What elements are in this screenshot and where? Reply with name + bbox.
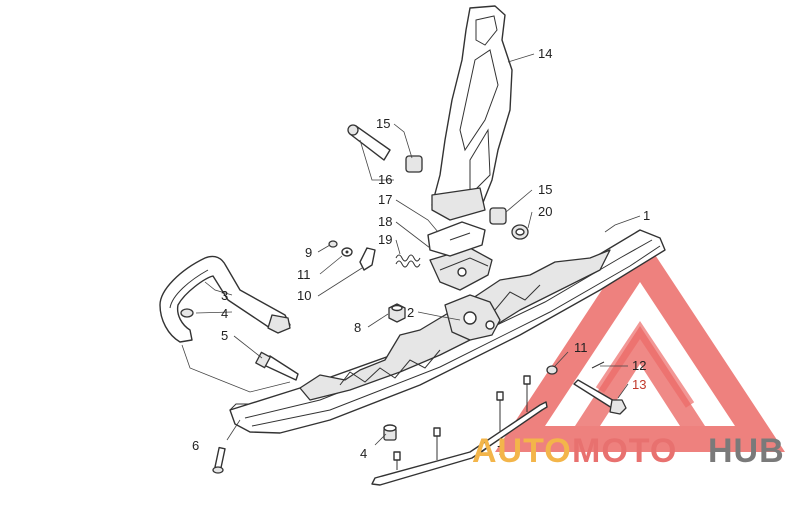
callout-19: 19 bbox=[378, 232, 392, 247]
washer-11-right bbox=[546, 365, 558, 375]
callout-9: 9 bbox=[305, 245, 312, 260]
pin-12 bbox=[591, 361, 605, 369]
bushing-15-top bbox=[405, 155, 423, 173]
callout-10: 10 bbox=[297, 288, 311, 303]
callout-11-left: 11 bbox=[297, 267, 311, 282]
callout-13: 13 bbox=[632, 377, 646, 392]
bolt-6 bbox=[212, 446, 226, 474]
nut-9 bbox=[328, 240, 338, 248]
damper-17 bbox=[427, 221, 486, 257]
nut-4-top bbox=[180, 308, 194, 318]
callout-18: 18 bbox=[378, 214, 392, 229]
callout-14: 14 bbox=[538, 46, 552, 61]
callout-6: 6 bbox=[192, 438, 199, 453]
bolt-13 bbox=[573, 379, 627, 415]
callout-12: 12 bbox=[632, 358, 646, 373]
watermark-auto: AUTO bbox=[472, 432, 572, 470]
clip-10 bbox=[359, 247, 376, 271]
pivot-block bbox=[429, 247, 493, 291]
callout-7: 7 bbox=[497, 443, 504, 458]
callout-17: 17 bbox=[378, 192, 392, 207]
watermark-hub: HUB bbox=[708, 432, 785, 470]
callout-16: 16 bbox=[378, 172, 392, 187]
callout-labels: 1 2 3 4 4 5 6 7 8 9 10 11 11 12 13 14 15… bbox=[192, 46, 650, 461]
ski-handle bbox=[159, 255, 291, 343]
spindle-saddle bbox=[444, 294, 501, 341]
callout-1: 1 bbox=[643, 208, 650, 223]
washer-20 bbox=[511, 224, 529, 240]
callout-20: 20 bbox=[538, 204, 552, 219]
callout-3: 3 bbox=[221, 288, 228, 303]
leader-lines bbox=[181, 53, 641, 456]
bushing-15-right bbox=[489, 207, 507, 225]
rod-16 bbox=[347, 124, 391, 161]
callout-4-bottom: 4 bbox=[360, 446, 367, 461]
callout-11-right: 11 bbox=[574, 340, 588, 355]
spring-19 bbox=[395, 254, 421, 268]
watermark-moto: MOTO bbox=[572, 432, 677, 470]
callout-15-top: 15 bbox=[376, 116, 390, 131]
callout-15-right: 15 bbox=[538, 182, 552, 197]
nut-4-bottom bbox=[383, 424, 397, 441]
spindle-leg bbox=[431, 5, 513, 221]
callout-2: 2 bbox=[407, 305, 414, 320]
wear-bar bbox=[371, 375, 548, 486]
callout-4-top: 4 bbox=[221, 306, 228, 321]
callout-5: 5 bbox=[221, 328, 228, 343]
callout-8: 8 bbox=[354, 320, 361, 335]
watermark-text: AUTO MOTO HUB bbox=[472, 432, 785, 470]
bolt-5 bbox=[255, 351, 299, 381]
nut-8 bbox=[388, 303, 406, 323]
